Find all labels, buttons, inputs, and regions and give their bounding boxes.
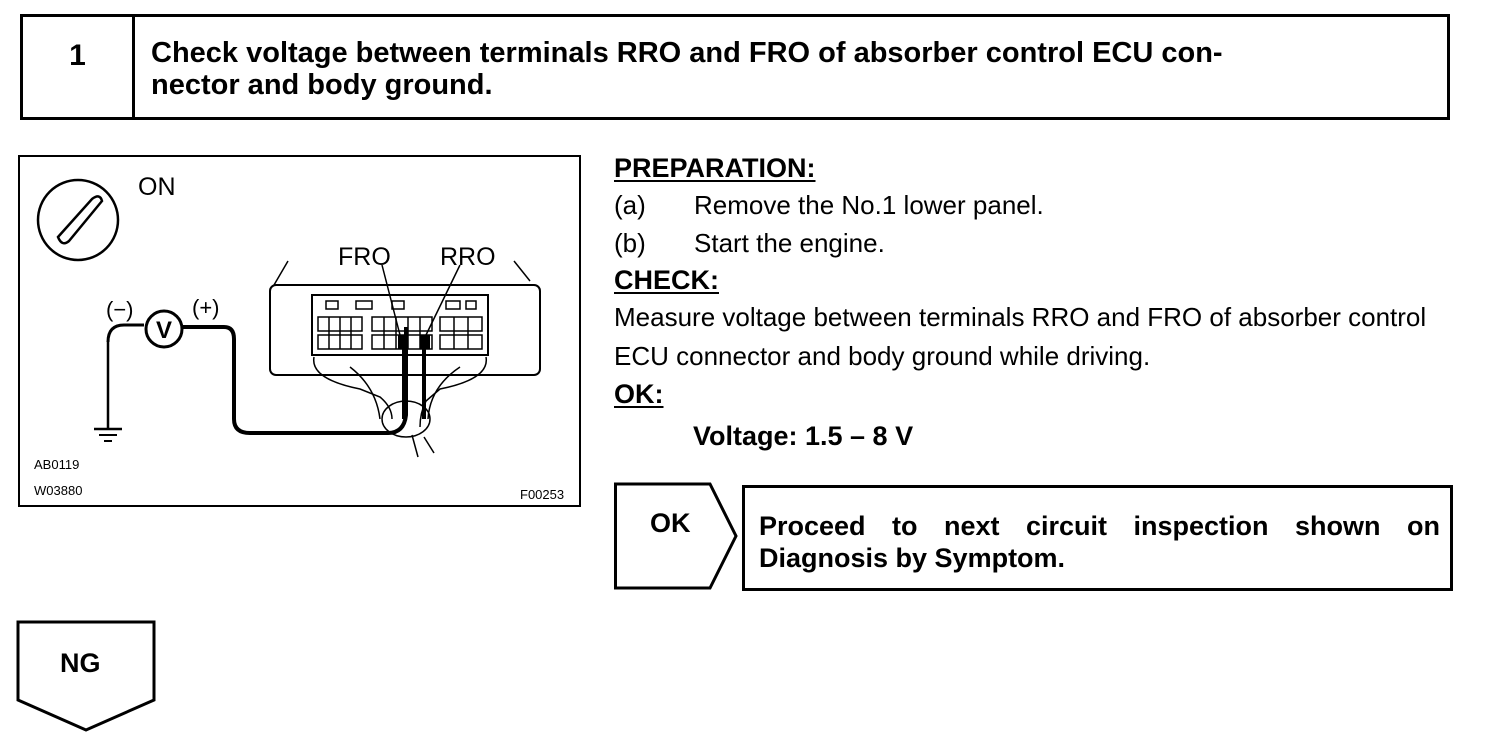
instructions: PREPARATION: (a) Remove the No.1 lower p… [614,150,1464,460]
item-mark: (b) [614,228,646,258]
ok-heading: OK: [614,379,664,409]
voltmeter-icon: V [144,309,184,349]
step-title-line-2: nector and body ground. [151,69,493,101]
check-text: Measure voltage between terminals RRO an… [614,302,1427,371]
ok-branch-result: Proceed to next circuit inspection shown… [742,485,1453,591]
figure-code-1: AB0119 [34,457,79,472]
figure-code-2: W03880 [34,483,82,498]
ng-branch-tab: NG [16,620,156,732]
voltmeter-symbol: V [156,317,172,344]
figure-code-3: F00253 [520,487,564,502]
preparation-item: (a) Remove the No.1 lower panel. [614,186,1464,224]
rro-terminal-label: RRO [440,243,496,271]
ignition-key-icon [36,178,120,262]
preparation-item: (b) Start the engine. [614,224,1464,262]
ok-branch-label: OK [650,508,691,538]
ok-arrow-shape [614,482,738,590]
step-title: Check voltage between terminals RRO and … [151,37,1431,101]
step-header: 1 Check voltage between terminals RRO an… [20,14,1450,120]
item-mark: (a) [614,190,646,220]
item-text: Start the engine. [694,228,885,258]
wiring-diagram: ON V (−) (+) [34,173,564,502]
ng-branch-label: NG [60,648,101,678]
step-title-line-1: Check voltage between terminals RRO and … [151,37,1223,69]
voltage-spec: Voltage: 1.5 – 8 V [693,421,914,451]
meter-negative-label: (−) [106,297,134,322]
item-text: Remove the No.1 lower panel. [694,190,1044,220]
fro-terminal-label: FRO [338,243,391,271]
meter-positive-label: (+) [192,295,220,320]
preparation-heading: PREPARATION: [614,153,816,183]
wiring-figure: ON V (−) (+) [18,155,581,507]
step-number: 1 [23,17,135,117]
ignition-on-label: ON [138,173,176,201]
ng-arrow-shape [16,620,156,732]
ground-symbol-icon [94,342,122,442]
check-heading: CHECK: [614,265,719,295]
ok-branch-tab: OK [614,482,738,590]
ecu-connector-icon [269,260,541,458]
